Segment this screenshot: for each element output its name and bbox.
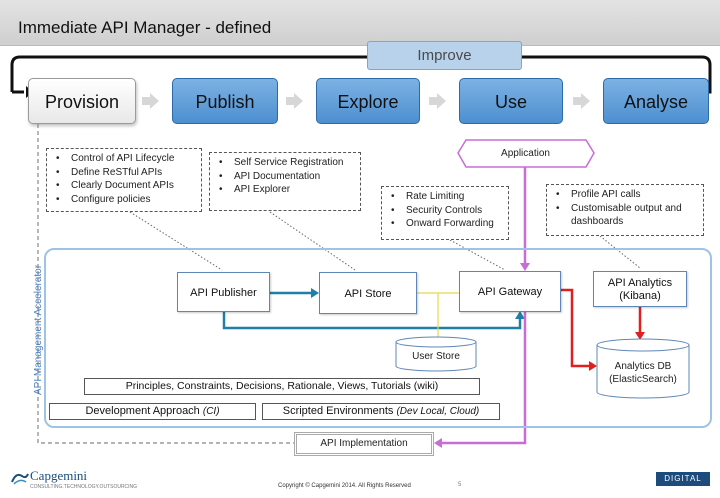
api-store-node: API Store: [319, 272, 417, 314]
chevron-arrow-1-tail: [142, 97, 150, 105]
note-item: Clearly Document APIs: [53, 179, 197, 193]
note-item: Configure policies: [53, 193, 197, 207]
analytics-db-cylinder: [596, 338, 690, 399]
api-analytics-label: API Analytics: [607, 277, 673, 289]
stage-analyse: Analyse: [603, 78, 709, 124]
api-analytics-sub: (Kibana): [619, 290, 661, 302]
scripted-environments-detail: (Dev Local, Cloud): [396, 406, 480, 417]
note-item: Customisable output and dashboards: [553, 202, 699, 229]
title-bar: Immediate API Manager - defined: [0, 0, 720, 46]
stage-use: Use: [459, 78, 563, 124]
note-item: Self Service Registration: [216, 156, 356, 170]
chevron-arrow-4-tail: [573, 97, 581, 105]
chevron-arrow-1: [150, 93, 159, 109]
capgemini-logo-icon: [11, 473, 29, 485]
development-approach-ci: (CI): [202, 406, 220, 417]
note-item: Profile API calls: [553, 188, 699, 202]
improve-box: Improve: [367, 41, 522, 70]
digital-badge: DIGITAL: [656, 472, 710, 486]
note-gateway: Rate Limiting Security Controls Onward F…: [381, 186, 509, 240]
note-item: API Documentation: [216, 170, 356, 184]
user-store-label: User Store: [412, 351, 460, 362]
stage-provision: Provision: [28, 78, 136, 124]
note-item: Onward Forwarding: [388, 217, 504, 231]
chevron-arrow-3: [437, 93, 446, 109]
copyright: Copyright © Capgemini 2014. All Rights R…: [278, 483, 411, 489]
note-item: API Explorer: [216, 183, 356, 197]
api-gateway-node: API Gateway: [459, 271, 561, 312]
application-shape: [457, 139, 595, 168]
note-provision: Control of API Lifecycle Define ReSTful …: [46, 148, 202, 212]
capgemini-logo-sub: CONSULTING.TECHNOLOGY.OUTSOURCING: [30, 484, 138, 490]
accelerator-frame: [44, 248, 712, 428]
analytics-db-sub: (ElasticSearch): [609, 374, 677, 385]
accelerator-label: API Management Accelerator: [33, 264, 44, 395]
principles-bar: Principles, Constraints, Decisions, Rati…: [84, 378, 480, 395]
api-publisher-node: API Publisher: [177, 272, 270, 312]
stage-publish: Publish: [172, 78, 278, 124]
analytics-db-title: Analytics DB: [614, 361, 672, 372]
api-analytics-node: API Analytics (Kibana): [593, 271, 687, 307]
application-node: Application: [501, 148, 550, 159]
development-approach-text: Development Approach: [85, 405, 203, 417]
stage-explore: Explore: [316, 78, 420, 124]
chevron-arrow-4: [581, 93, 590, 109]
note-analytics: Profile API calls Customisable output an…: [546, 184, 704, 236]
development-approach-bar: Development Approach (CI): [49, 403, 256, 420]
api-implementation-node: API Implementation: [294, 432, 434, 456]
note-publish: Self Service Registration API Documentat…: [209, 152, 361, 211]
capgemini-logo-text: Capgemini: [30, 468, 88, 483]
scripted-environments-bar: Scripted Environments (Dev Local, Cloud): [262, 403, 500, 420]
note-item: Security Controls: [388, 204, 504, 218]
user-store-cylinder: [395, 336, 477, 372]
chevron-arrow-2-tail: [286, 97, 294, 105]
note-item: Control of API Lifecycle: [53, 152, 197, 166]
analytics-db-label: Analytics DB (ElasticSearch): [596, 360, 690, 386]
scripted-environments-text: Scripted Environments: [282, 405, 397, 417]
chevron-arrow-3-tail: [429, 97, 437, 105]
page-number: 5: [458, 482, 462, 488]
note-item: Define ReSTful APIs: [53, 166, 197, 180]
note-item: Rate Limiting: [388, 190, 504, 204]
slide-title: Immediate API Manager - defined: [18, 18, 272, 37]
chevron-arrow-2: [294, 93, 303, 109]
